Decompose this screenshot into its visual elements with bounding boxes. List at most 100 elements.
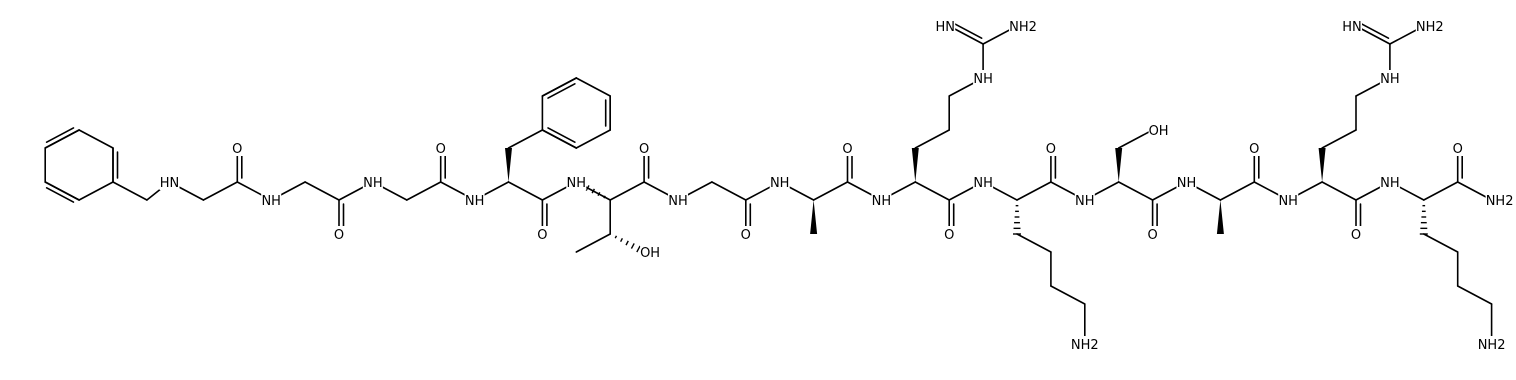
amide-nh-label: NH [1074,192,1095,209]
wedge-bond [1318,148,1326,182]
guanidine-nh-label-text: NH [973,72,993,87]
carbonyl-oxygen-label-text: O [334,228,344,243]
serine-hydroxyl-label: OH [1149,122,1169,139]
double-bond-line [954,23,983,39]
amide-nh-label-text: NH [465,194,485,209]
carbonyl-oxygen-label-text: O [1046,142,1056,157]
guanidine-imine-label: HN [1342,18,1362,35]
single-bond [1423,233,1459,253]
carbonyl-oxygen-label: O [1248,140,1261,157]
amide-nh-label: NH [769,174,790,191]
amide-nh-label: NH [1176,174,1197,191]
carbonyl-oxygen-label-text: O [1147,228,1157,243]
guanidine-nh-label-text: NH [1380,72,1400,87]
hashed-wedge-bond [1013,204,1021,235]
single-bond [1050,285,1086,305]
amide-nh-label: NH [668,192,688,209]
wedge-bond [1216,200,1224,234]
amine-hn-label: HN [159,174,180,191]
lysine-amine-label: NH2 [1477,336,1506,353]
single-bond [507,181,544,201]
single-bond [1456,285,1493,305]
amide-nh-label: NH [566,174,587,191]
bond-layer [44,23,1493,339]
amine-hn-label-text: HN [160,176,180,191]
carbonyl-oxygen-label-text: O [1249,142,1259,157]
single-bond [78,181,114,201]
carbonyl-oxygen-label: O [943,226,956,243]
wedge-bond [911,148,919,182]
single-bond [202,181,239,201]
guanidine-imine-label-text: HN [935,20,955,35]
carbonyl-oxygen-label-text: O [537,228,547,243]
single-bond [575,233,612,253]
carbonyl-oxygen-label: O [333,226,345,243]
guanidine-amine-label: NH2 [1415,18,1444,35]
single-bond [575,77,612,97]
double-bond-line [45,127,75,143]
single-bond [78,129,114,149]
serine-hydroxyl-label-text: OH [1149,124,1169,139]
amide-nh-label-text: NH [668,194,688,209]
double-bond-line [45,187,75,203]
guanidine-nh-label: NH [973,70,994,87]
carbonyl-oxygen-label-text: O [232,142,242,157]
guanidine-imine-label-text: HN [1342,20,1362,35]
double-bond-line [541,129,578,149]
carbonyl-oxygen-label-text: O [1351,228,1361,243]
double-bond-line [44,181,80,201]
single-bond [914,129,951,149]
double-bond-line [44,129,80,149]
wedge-bond [810,200,818,234]
lysine-amine-label-text: NH2 [1478,338,1506,353]
carbonyl-oxygen-label: O [638,140,651,157]
single-bond [1321,181,1357,201]
guanidine-amine-label: NH2 [1009,18,1037,35]
amide-nh-label: NH [973,174,994,191]
carbonyl-oxygen-label-text: O [741,228,751,243]
single-bond [112,181,148,201]
hashed-wedge-bond [1419,204,1428,235]
amide-nh-label: NH [1278,192,1299,209]
amide-nh-label-text: NH [770,176,790,191]
carbonyl-oxygen-label-text: O [639,142,649,157]
double-bond-line [547,83,576,99]
carbonyl-oxygen-label: O [434,140,447,157]
single-bond [1321,129,1357,149]
amide-nh-label-text: NH [1278,194,1298,209]
atom-label-layer: HNNHNHNHNHNHNHNHNHNHNHNHNHOOOOOOOOOOOOOO… [159,18,1514,353]
single-bond [1016,233,1052,253]
single-bond [1117,181,1154,201]
amide-nh-label-text: NH [363,176,383,191]
single-bond [812,181,849,201]
single-bond [914,181,951,201]
single-bond [711,181,747,201]
amide-nh-label: NH [362,174,383,191]
threonine-hydroxyl-label-text: OH [640,246,660,261]
amide-nh-label-text: NH [261,194,281,209]
amide-nh-label: NH [1379,174,1400,191]
amide-nh-label-text: NH [1380,176,1400,191]
wedge-bond [505,148,512,182]
carbonyl-oxygen-label: O [1146,226,1159,243]
lysine-amine-label-text: NH2 [1071,338,1099,353]
single-bond [575,129,612,149]
carbonyl-oxygen-label: O [231,140,244,157]
amide-nh-label-text: NH [1177,176,1197,191]
single-bond [1423,181,1459,201]
amide-nh-label-text: NH [1075,194,1095,209]
amide-nh-label: NH [871,192,892,209]
single-bond [507,129,544,149]
amide-nh-label: NH [261,192,282,209]
c-terminal-amide-label: NH2 [1485,192,1514,209]
carbonyl-oxygen-label-text: O [944,228,954,243]
double-bond-line [541,77,578,97]
carbonyl-oxygen-label: O [739,226,752,243]
amide-nh-label-text: NH [872,194,892,209]
carbonyl-oxygen-label-text: O [842,142,852,157]
threonine-hydroxyl-label: OH [640,244,660,261]
guanidine-imine-label: HN [935,18,956,35]
carbonyl-oxygen-label-text: O [436,142,446,157]
